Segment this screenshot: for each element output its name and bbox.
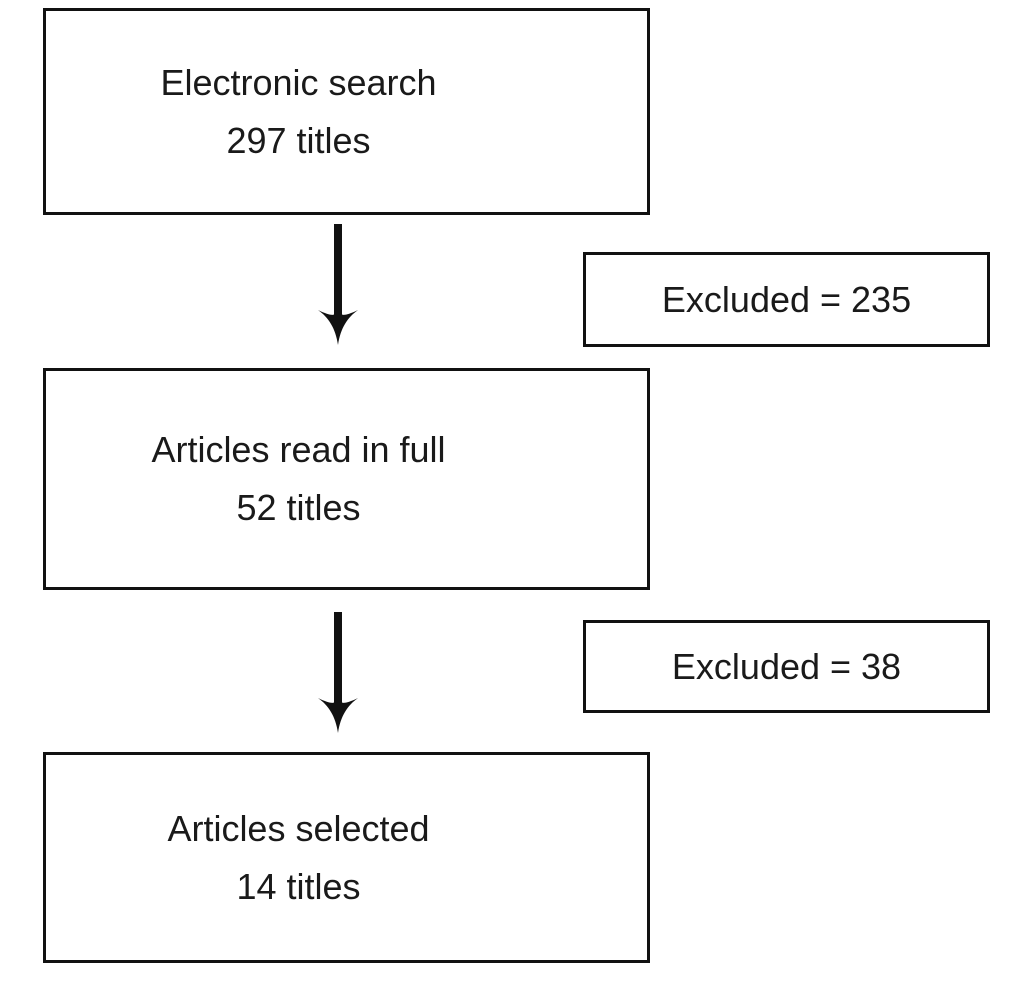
flow-box-count: 14 titles (236, 865, 361, 907)
down-arrow-shape (318, 224, 358, 345)
down-arrow-icon (318, 612, 358, 733)
flow-box-title: Electronic search (160, 61, 437, 103)
excluded-label: Excluded = 38 (671, 645, 902, 687)
flow-box-articles-selected: Articles selected 14 titles (43, 752, 650, 963)
down-arrow-icon (318, 224, 358, 345)
flow-box-excluded-38: Excluded = 38 (583, 620, 990, 713)
flow-box-title: Articles selected (167, 807, 430, 849)
excluded-label: Excluded = 235 (661, 278, 912, 320)
down-arrow-shape (318, 612, 358, 733)
flow-box-title: Articles read in full (151, 429, 446, 470)
flow-box-count: 52 titles (236, 487, 361, 528)
flow-box-count: 297 titles (226, 119, 371, 161)
flow-box-electronic-search: Electronic search 297 titles (43, 8, 650, 215)
flow-box-articles-read-in-full: Articles read in full 52 titles (43, 368, 650, 590)
flow-box-excluded-235: Excluded = 235 (583, 252, 990, 347)
